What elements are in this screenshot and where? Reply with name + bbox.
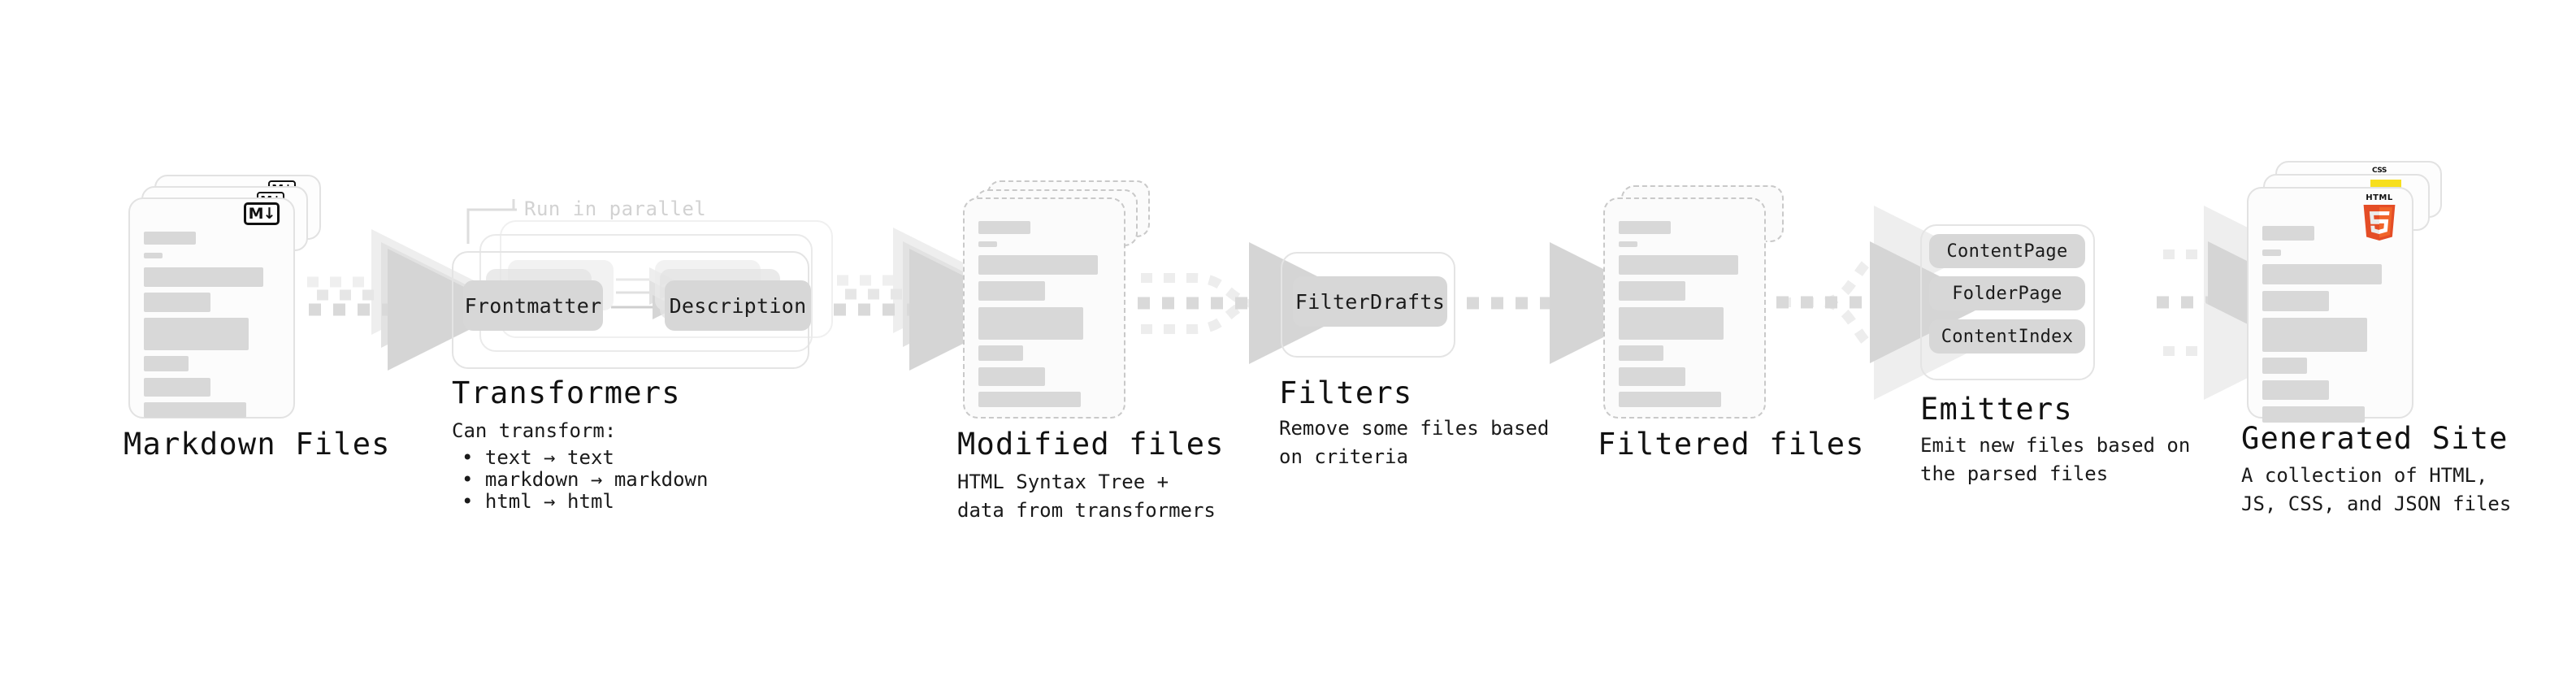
run-in-parallel-label: Run in parallel [524,197,707,220]
emitters-subtitle: Emit new files based on the parsed files [1920,434,2191,485]
stage-title-filtered-files: Filtered files [1598,427,1865,462]
content-bar [2262,318,2367,352]
content-bar [1619,392,1721,407]
modified-file-card-front [963,197,1125,419]
transformers-bullet-1: • markdown → markdown [462,468,709,491]
content-bar [2262,249,2281,256]
arrow-filtered-to-emitters [1776,206,1992,400]
emitters-pill-contentindex[interactable]: ContentIndex [1929,319,2085,354]
transformer-pill-frontmatter[interactable]: Frontmatter [463,280,603,331]
generated-file-card-front [2247,187,2413,423]
transformers-caption: Can transform: [452,419,617,442]
content-bar [2262,291,2329,311]
transformers-bullet-0: • text → text [462,446,614,469]
arrow-modified-to-filters [1138,242,1371,364]
content-bar [2262,406,2365,423]
arrow-markdown-to-transformers [307,229,510,371]
stage-title-filters: Filters [1279,375,1413,410]
content-bar [978,255,1098,275]
content-bar [144,378,210,397]
markdown-file-card-front [128,197,295,419]
filters-subtitle: Remove some files based on criteria [1279,417,1550,468]
stage-title-transformers: Transformers [452,375,681,410]
filtered-file-card-front [1603,197,1766,419]
content-bar [144,232,196,245]
emitters-group-box [1920,224,2095,380]
filters-group-box [1281,252,1455,358]
content-bar [978,392,1081,407]
content-bar [1619,281,1685,301]
content-bar [1619,221,1671,234]
content-bar [1619,367,1685,386]
emitters-pill-contentpage[interactable]: ContentPage [1929,234,2085,268]
generated-site-subtitle: A collection of HTML, JS, CSS, and JSON … [2241,464,2512,515]
modified-files-subtitle: HTML Syntax Tree + data from transformer… [957,471,1216,522]
emitters-pill-folderpage[interactable]: FolderPage [1929,276,2085,310]
stage-title-markdown-files: Markdown Files [124,427,391,462]
content-bar [1619,255,1738,275]
transformers-bullet-2: • html → html [462,490,614,513]
filters-pill-filterdrafts[interactable]: FilterDrafts [1293,276,1447,327]
content-bar [978,241,997,247]
markdown-logo-icon: M↓ [244,202,280,225]
content-bar [144,253,163,258]
content-bar [978,345,1023,361]
stage-title-modified-files: Modified files [957,427,1225,462]
arrow-emitters-to-site [2157,206,2330,400]
stage-title-generated-site: Generated Site [2241,421,2509,456]
html5-wordmark: HTML [2366,193,2393,202]
stage-title-emitters: Emitters [1920,392,2073,427]
content-bar [978,281,1045,301]
content-bar [2262,226,2314,241]
content-bar [978,367,1045,386]
content-bar [144,267,263,287]
content-bar [1619,241,1637,247]
content-bar [2262,358,2307,374]
content-bar [1619,345,1663,361]
html5-logo-icon: HTML [2361,193,2397,241]
content-bar [144,318,249,350]
css-badge-text: CSS [2372,167,2387,175]
content-bar [144,356,189,371]
content-bar [2262,380,2329,400]
content-bar [144,402,246,418]
content-bar [144,293,210,312]
arrow-transformers-to-modified [834,228,1031,371]
content-bar [978,307,1083,340]
content-bar [2262,264,2382,284]
transformer-pill-description[interactable]: Description [665,280,811,331]
content-bar [978,221,1030,234]
content-bar [1619,307,1724,340]
